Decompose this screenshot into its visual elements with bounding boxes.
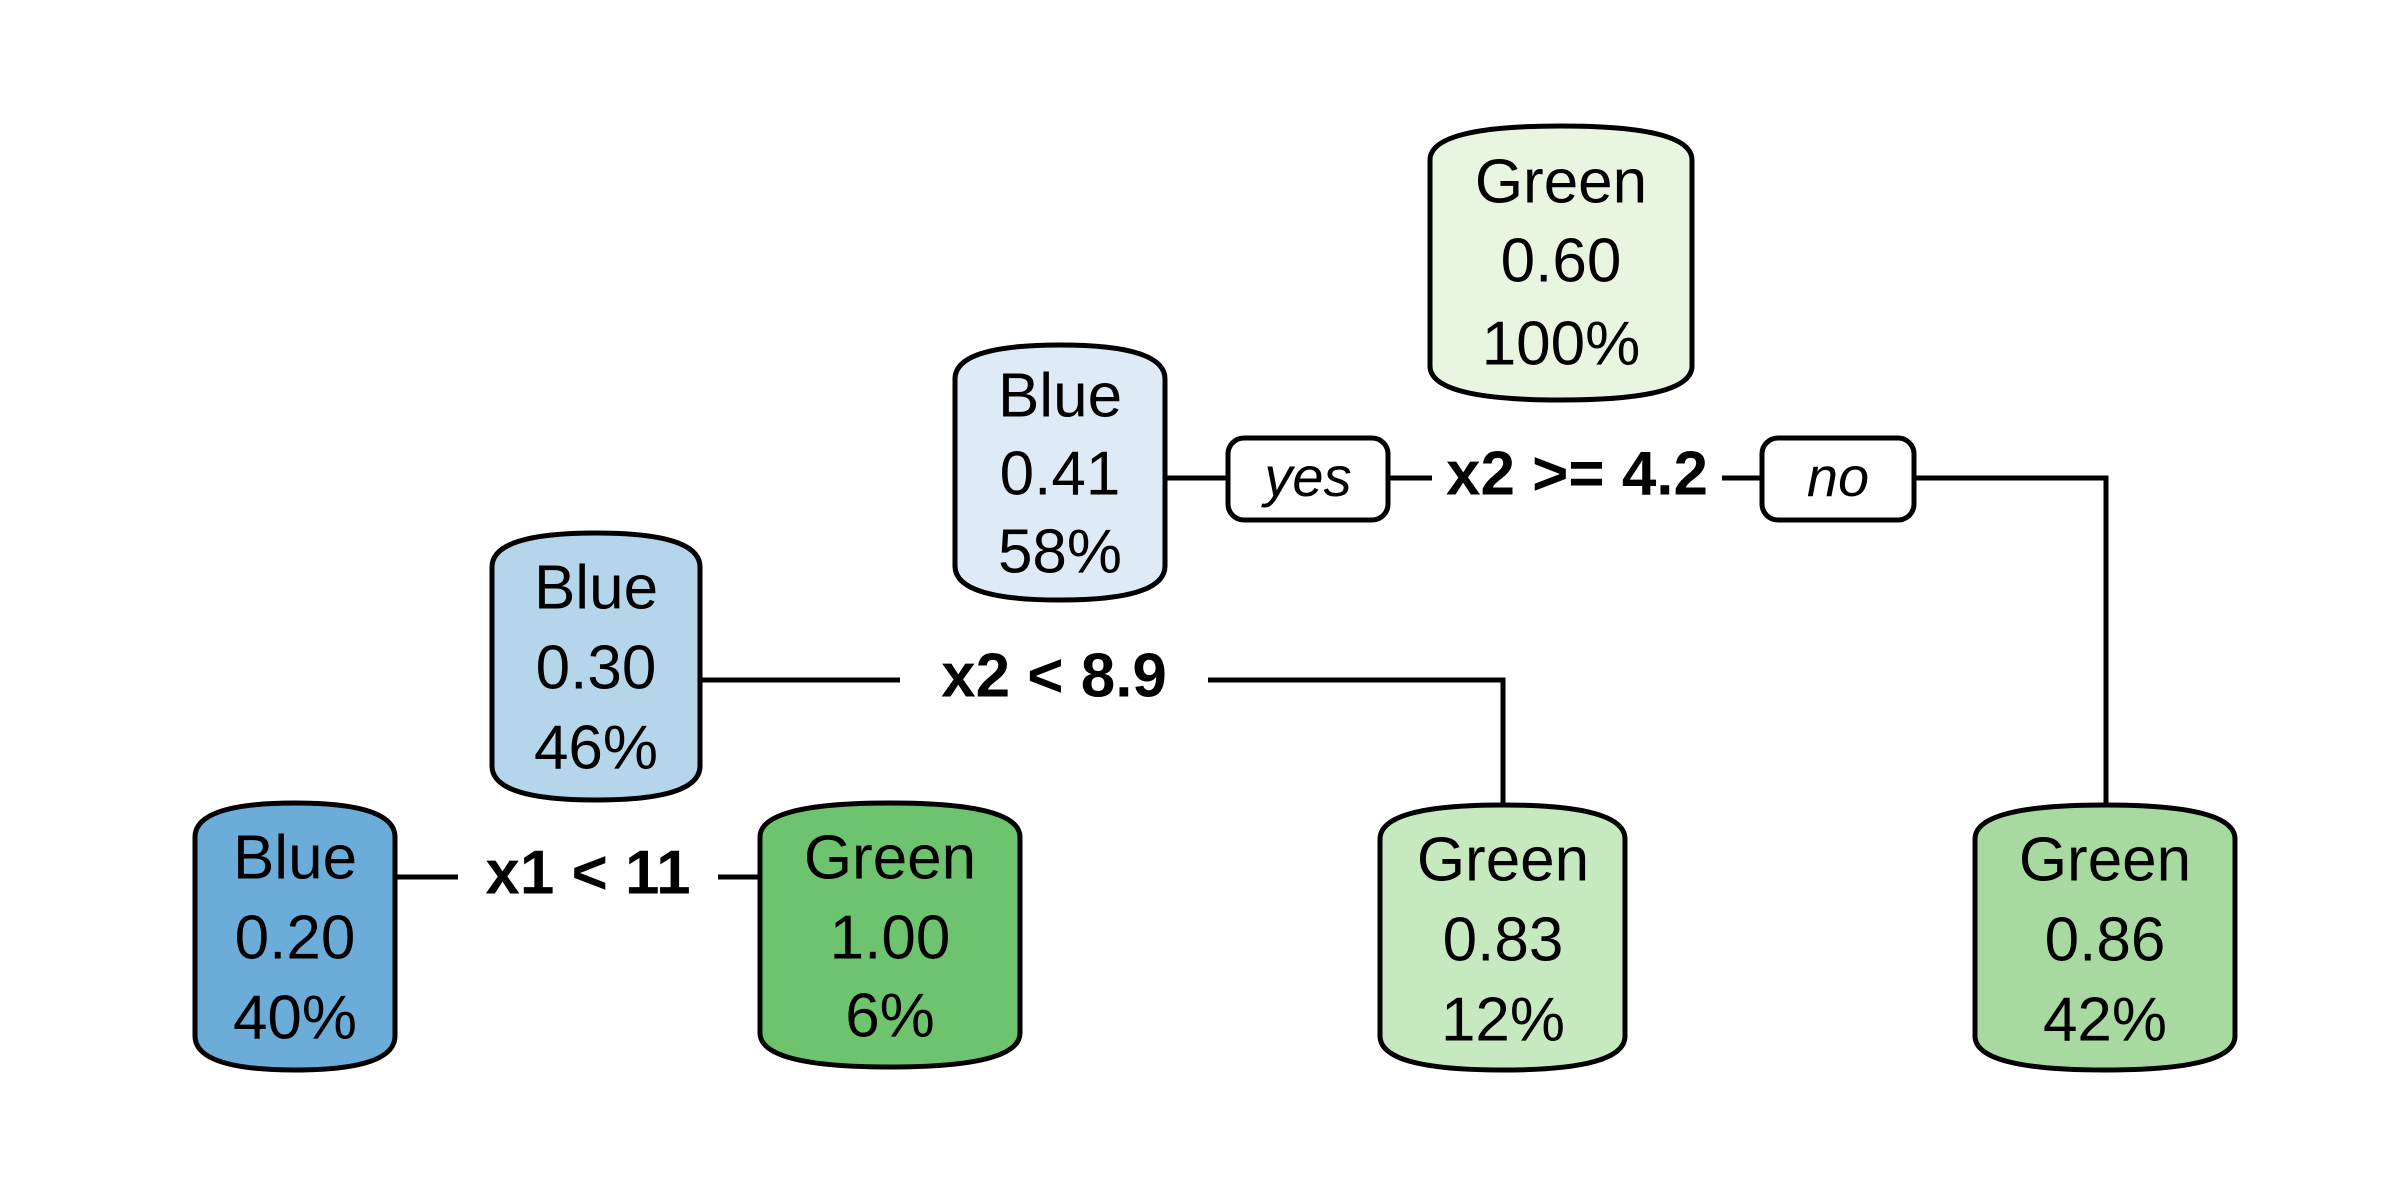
split-label-x2-ge-42: x2 >= 4.2 — [1446, 439, 1708, 508]
node-green-012[interactable]: Green 0.83 12% — [1377, 802, 1628, 1073]
node-root-label: Green — [1475, 147, 1647, 216]
node-blue-046-label: Blue — [534, 553, 658, 622]
node-blue-040-label: Blue — [233, 823, 357, 892]
branch-label-yes-box — [1225, 435, 1391, 523]
node-green-042-shape — [1972, 802, 2238, 1073]
edge-group — [395, 475, 2109, 880]
node-root-shape — [1427, 123, 1695, 403]
node-blue-046-shape — [489, 530, 703, 803]
node-green-042-percent: 42% — [2043, 985, 2167, 1054]
node-blue-058-shape — [952, 342, 1168, 603]
edge-no-to-green042 — [1914, 475, 2109, 805]
branch-label-yes-text: yes — [1260, 445, 1351, 508]
branch-label-yes[interactable]: yes — [1225, 435, 1391, 523]
node-green-006-percent: 6% — [845, 981, 935, 1050]
node-blue-046-percent: 46% — [534, 713, 658, 782]
node-blue-058-percent: 58% — [998, 517, 1122, 586]
branch-label-no-box — [1759, 435, 1917, 523]
node-blue-040-value: 0.20 — [235, 903, 356, 972]
node-blue-058-label: Blue — [998, 361, 1122, 430]
node-green-042-value: 0.86 — [2045, 905, 2166, 974]
node-green-006-shape — [757, 800, 1023, 1070]
node-green-006-label: Green — [804, 823, 976, 892]
node-green-042-label: Green — [2019, 825, 2191, 894]
edge-split-x2lt89-to-green012 — [1208, 677, 1506, 805]
split-label-x1-lt-11: x1 < 11 — [485, 838, 690, 907]
node-green-006-value: 1.00 — [830, 903, 951, 972]
node-blue-046-value: 0.30 — [536, 633, 657, 702]
node-green-012-shape — [1377, 802, 1628, 1073]
node-green-012-value: 0.83 — [1443, 905, 1564, 974]
split-label-x2-lt-89: x2 < 8.9 — [941, 641, 1167, 710]
node-green-012-label: Green — [1417, 825, 1589, 894]
node-blue-058-value: 0.41 — [1000, 439, 1121, 508]
node-green-042[interactable]: Green 0.86 42% — [1972, 802, 2238, 1073]
node-root[interactable]: Green 0.60 100% — [1427, 123, 1695, 403]
node-root-value: 0.60 — [1501, 226, 1622, 295]
node-green-012-percent: 12% — [1441, 985, 1565, 1054]
node-blue-040-percent: 40% — [233, 983, 357, 1052]
branch-label-no-text: no — [1807, 445, 1869, 508]
node-blue-040[interactable]: Blue 0.20 40% — [192, 800, 398, 1073]
node-blue-058[interactable]: Blue 0.41 58% — [952, 342, 1168, 603]
node-blue-040-shape — [192, 800, 398, 1073]
branch-label-no[interactable]: no — [1759, 435, 1917, 523]
node-root-percent: 100% — [1482, 309, 1641, 378]
node-green-006[interactable]: Green 1.00 6% — [757, 800, 1023, 1070]
node-blue-046[interactable]: Blue 0.30 46% — [489, 530, 703, 803]
